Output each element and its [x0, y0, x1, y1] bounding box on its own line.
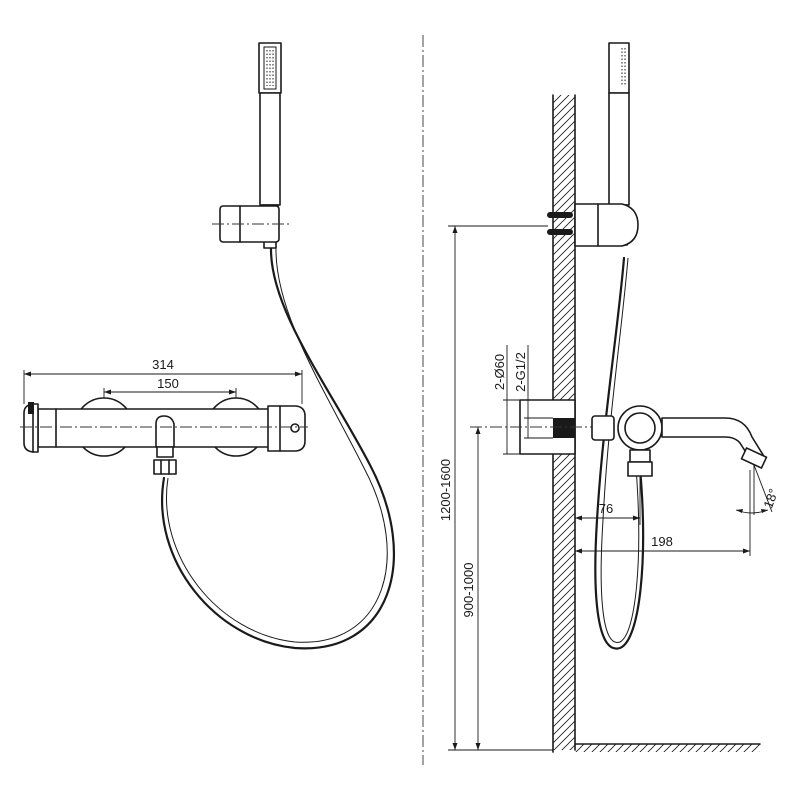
dim-1200-1600-label: 1200-1600 — [438, 459, 453, 521]
dim-mixer-height: 900-1000 — [461, 427, 481, 750]
dim-inlet-thread-label: 2-G1/2 — [513, 352, 528, 392]
dim-18-degree-label: 18° — [760, 487, 781, 511]
dim-inlet-diameter-label: 2-Ø60 — [492, 354, 507, 390]
front-handshower — [258, 42, 282, 249]
side-mixer — [591, 405, 768, 477]
side-view: 1200-1600 900-1000 2-Ø60 2-G1/2 — [438, 42, 781, 753]
front-hose — [161, 246, 395, 650]
dim-314-label: 314 — [152, 357, 174, 372]
dim-900-1000-label: 900-1000 — [461, 563, 476, 618]
side-hose — [594, 256, 645, 650]
dim-198-label: 198 — [651, 534, 673, 549]
dim-spout-angle: 18° — [735, 464, 781, 515]
dim-mounting-height: 1200-1600 — [438, 225, 553, 751]
front-spout — [153, 415, 177, 475]
dim-150-label: 150 — [157, 376, 179, 391]
dim-inlet-centers: 150 — [103, 376, 237, 398]
dim-76-label: 76 — [599, 501, 613, 516]
dim-inlet-callout: 2-Ø60 2-G1/2 — [492, 345, 553, 455]
side-shower-holder — [547, 203, 639, 247]
side-inlet-flange — [470, 399, 600, 455]
front-shower-holder — [212, 205, 290, 243]
dim-overall-width: 314 — [23, 357, 303, 404]
front-view: 314 150 — [20, 42, 395, 650]
